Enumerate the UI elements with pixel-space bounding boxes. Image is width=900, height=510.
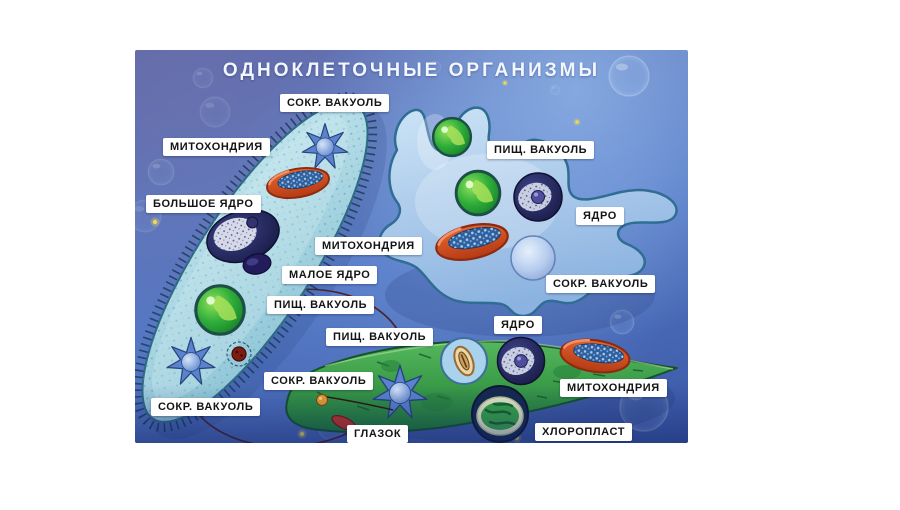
paramecium-food-vacuole <box>194 284 246 336</box>
paramecium-micronucleus <box>242 253 272 275</box>
label-sokr-vakuol-paramecium-top: СОКР. ВАКУОЛЬ <box>280 94 390 112</box>
amoeba-nucleus <box>513 172 563 222</box>
label-sokr-vakuol-amoeba: СОКР. ВАКУОЛЬ <box>546 275 656 293</box>
label-mitohondriya-paramecium: МИТОХОНДРИЯ <box>163 138 270 156</box>
paramecium-macronucleus <box>206 208 280 264</box>
label-maloe-yadro-paramecium: МАЛОЕ ЯДРО <box>282 266 378 284</box>
label-yadro-euglena: ЯДРО <box>494 316 542 334</box>
label-pishch-vakuol-amoeba: ПИЩ. ВАКУОЛЬ <box>487 141 595 159</box>
amoeba <box>378 106 678 318</box>
label-mitohondriya-amoeba: МИТОХОНДРИЯ <box>315 237 422 255</box>
paramecium <box>135 92 378 432</box>
label-sokr-vakuol-paramecium-bottom: СОКР. ВАКУОЛЬ <box>151 398 261 416</box>
amoeba-contractile-vacuole <box>510 235 556 281</box>
label-hloroplast-euglena: ХЛОРОПЛАСТ <box>535 423 633 441</box>
label-glazok-euglena: ГЛАЗОК <box>347 425 409 443</box>
poster-illustration <box>135 55 688 443</box>
poster-title: ОДНОКЛЕТОЧНЫЕ ОРГАНИЗМЫ <box>222 60 601 81</box>
amoeba-food-vacuole-2 <box>454 169 502 217</box>
label-pishch-vakuol-euglena: ПИЩ. ВАКУОЛЬ <box>326 328 434 346</box>
unicellular-organisms-poster: ОДНОКЛЕТОЧНЫЕ ОРГАНИЗМЫ СОКР. ВАКУОЛЬ МИ… <box>135 50 688 443</box>
label-bolshoe-yadro-paramecium: БОЛЬШОЕ ЯДРО <box>146 195 261 213</box>
label-pishch-vakuol-paramecium: ПИЩ. ВАКУОЛЬ <box>267 296 375 314</box>
label-mitohondriya-euglena: МИТОХОНДРИЯ <box>560 379 667 397</box>
amoeba-food-vacuole-1 <box>431 116 473 158</box>
euglena-nucleus <box>496 336 546 386</box>
label-sokr-vakuol-euglena: СОКР. ВАКУОЛЬ <box>264 372 374 390</box>
paramecium-food-particle <box>226 341 252 367</box>
euglena-food-vacuole <box>440 337 488 385</box>
label-yadro-amoeba: ЯДРО <box>576 207 624 225</box>
